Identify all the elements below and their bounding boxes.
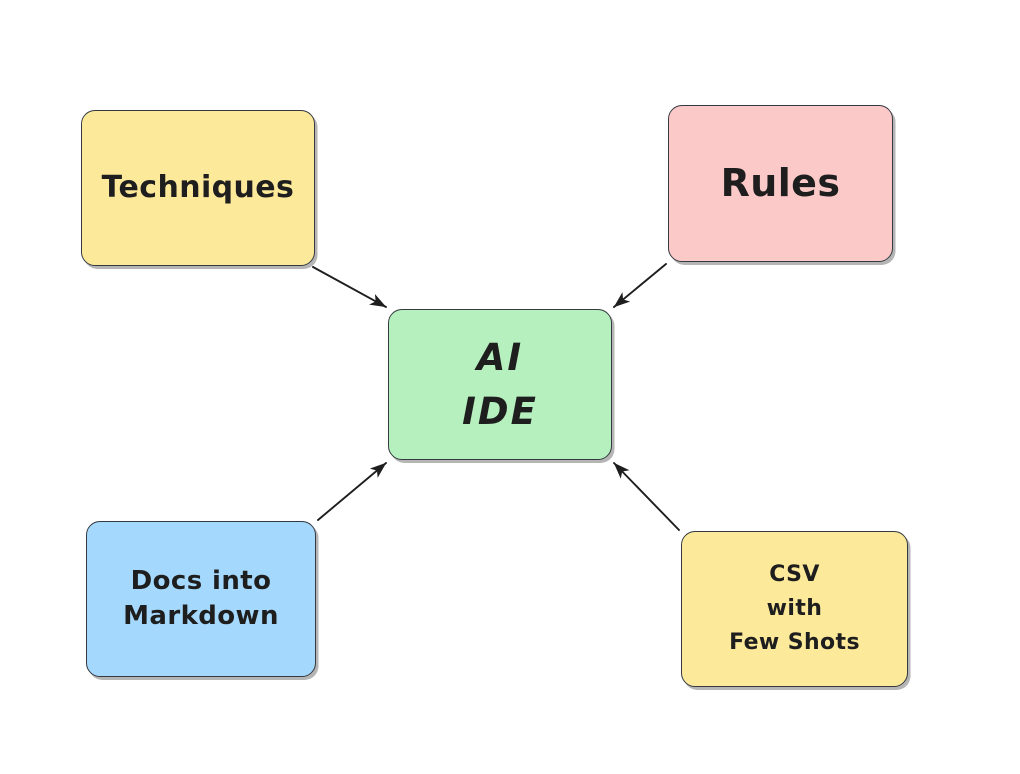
node-ai-ide-label: AI IDE [462,335,538,433]
node-csv-with-few-shots[interactable]: CSV with Few Shots [681,531,908,687]
node-techniques[interactable]: Techniques [81,110,315,266]
edge-techniques-to-ai-ide [312,266,387,308]
edge-rules-to-ai-ide [613,263,667,308]
node-docs-into-markdown[interactable]: Docs into Markdown [86,521,316,677]
edge-csv-to-ai-ide [613,462,680,531]
node-csv-with-few-shots-label: CSV with Few Shots [729,561,860,656]
node-rules-label: Rules [720,160,841,205]
edge-docs-to-ai-ide [317,462,387,521]
node-techniques-label: Techniques [101,170,295,206]
node-rules[interactable]: Rules [668,105,893,262]
node-docs-into-markdown-label: Docs into Markdown [123,565,279,631]
node-ai-ide[interactable]: AI IDE [388,309,612,460]
